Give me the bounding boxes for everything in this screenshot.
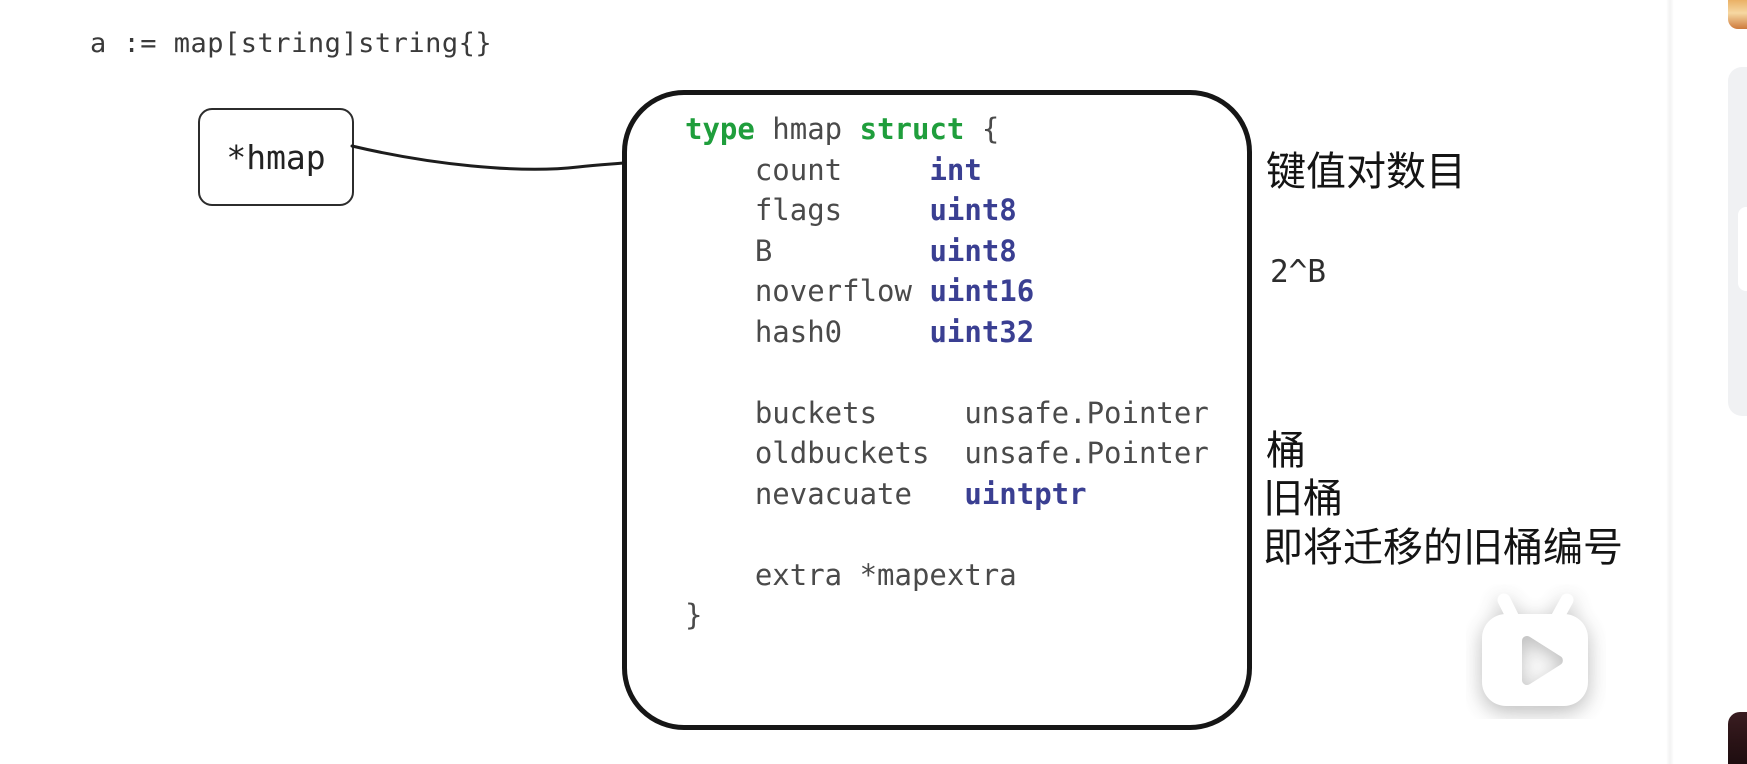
pointer-arrow	[350, 144, 651, 171]
code-line: B uint8	[685, 233, 1017, 268]
code-line	[685, 514, 1209, 555]
code-line: nevacuate uintptr	[685, 476, 1087, 511]
code-line: type hmap struct {	[685, 112, 1000, 146]
annotation-oldbuckets: 旧桶	[1263, 476, 1343, 522]
code-line: }	[685, 598, 703, 632]
code-line: extra *mapextra	[685, 557, 1017, 592]
code-line: noverflow uint16	[685, 274, 1035, 308]
code-line: count int	[685, 152, 982, 187]
annotation-count: 键值对数目	[1266, 149, 1466, 195]
code-line	[685, 352, 1209, 393]
sidebar-thumbnail-dark[interactable]	[1728, 712, 1747, 764]
sidebar-thumbnail-orange[interactable]	[1728, 0, 1747, 29]
code-line: hash0 uint32	[685, 314, 1035, 349]
code-line: flags uint8	[685, 193, 1017, 227]
hmap-struct-code: type hmap struct { count int flags uint8…	[685, 109, 1209, 636]
code-line: oldbuckets unsafe.Pointer	[685, 436, 1209, 470]
sidebar-card-inner	[1738, 207, 1747, 291]
bilibili-tv-watermark	[1482, 593, 1588, 706]
hmap-struct-box: type hmap struct { count int flags uint8…	[622, 90, 1252, 730]
hmap-pointer-box: *hmap	[198, 108, 354, 206]
code-line: buckets unsafe.Pointer	[685, 395, 1209, 430]
annotation-nevacuate: 即将迁移的旧桶编号	[1263, 525, 1623, 571]
play-icon	[1482, 614, 1588, 706]
sidebar-card[interactable]	[1728, 67, 1747, 416]
player-right-edge	[1666, 0, 1674, 764]
hmap-pointer-label: *hmap	[226, 137, 326, 177]
map-declaration-text: a := map[string]string{}	[90, 28, 493, 59]
annotation-b: 2^B	[1270, 254, 1326, 290]
annotation-buckets: 桶	[1266, 428, 1306, 474]
